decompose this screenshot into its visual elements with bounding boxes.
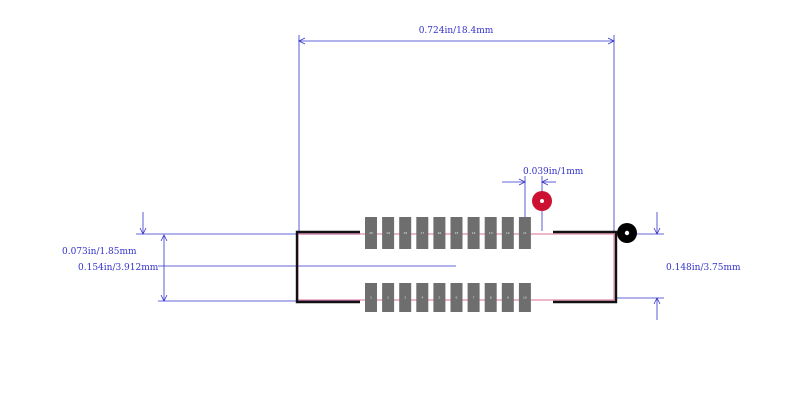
pad-number: 1	[370, 296, 372, 300]
pad	[467, 283, 480, 312]
pitch-label: 0.039in/1mm	[523, 167, 584, 177]
pad-number: 15	[455, 231, 459, 235]
pad	[501, 283, 514, 312]
pad-number: 17	[420, 231, 424, 235]
pad-number: 9	[507, 296, 509, 300]
pad	[501, 217, 514, 249]
pad-number: 6	[456, 296, 458, 300]
pad-number: 14	[472, 231, 476, 235]
pad	[382, 283, 395, 312]
body-outline	[295, 230, 618, 304]
overall-length-dimension	[298, 35, 615, 232]
pad-number: 12	[506, 231, 510, 235]
pad-span-label: 0.154in/3.912mm	[78, 263, 159, 273]
pad-number: 7	[473, 296, 475, 300]
overall-length-label: 0.724in/18.4mm	[419, 26, 494, 36]
pad	[450, 217, 463, 249]
pad-number: 5	[438, 296, 440, 300]
pad-number: 19	[386, 231, 390, 235]
pad-number: 3	[404, 296, 406, 300]
pad-number: 18	[403, 231, 407, 235]
pad	[399, 217, 412, 249]
pad-number: 4	[421, 296, 423, 300]
pad	[365, 217, 377, 249]
pad	[365, 283, 377, 312]
pad-row-top: 20 19 18 17 16 15 14 13 12 11	[365, 217, 531, 249]
pad	[416, 217, 429, 249]
pad-number: 16	[437, 231, 441, 235]
pad-span-dimension	[158, 234, 456, 302]
pad	[518, 283, 531, 312]
row-gap-dimension	[136, 212, 360, 235]
pad-number: 11	[523, 231, 527, 235]
pad	[399, 283, 412, 312]
pin1-dot-icon	[532, 191, 552, 211]
pad	[433, 217, 446, 249]
pad	[416, 283, 429, 312]
pad-number: 10	[523, 296, 527, 300]
pad	[433, 283, 446, 312]
body-width-dimension	[616, 212, 664, 320]
pad	[484, 283, 497, 312]
pad-number: 13	[489, 231, 493, 235]
pad	[382, 217, 395, 249]
pad-number: 2	[387, 296, 389, 300]
pad	[518, 217, 531, 249]
pad	[450, 283, 463, 312]
pad-row-bottom: 1 2 3 4 5 6 7 8 9 10	[365, 283, 531, 312]
pad	[467, 217, 480, 249]
pad-number: 20	[369, 231, 373, 235]
pad-number: 8	[490, 296, 492, 300]
pad	[484, 217, 497, 249]
origin-dot-icon	[617, 223, 637, 243]
row-gap-label: 0.073in/1.85mm	[62, 247, 137, 257]
body-width-label: 0.148in/3.75mm	[666, 263, 741, 273]
